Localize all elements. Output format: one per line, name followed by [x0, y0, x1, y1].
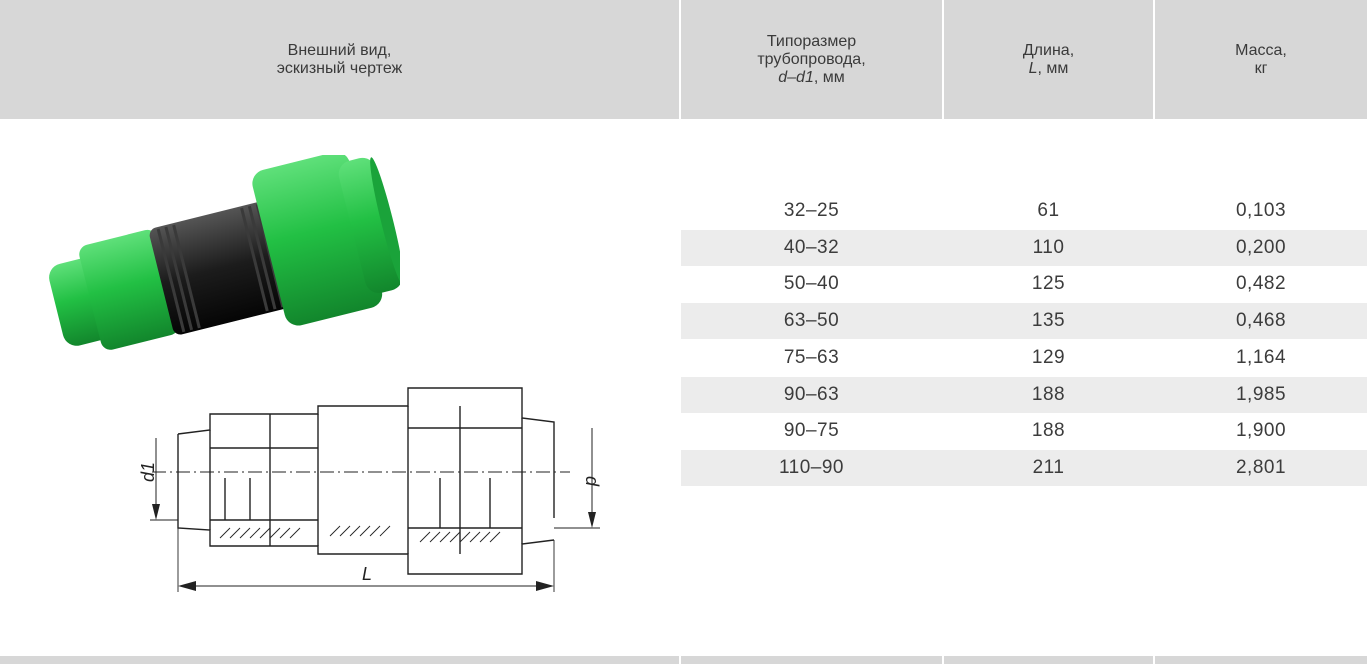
mass-cell: 0,103 [1235, 200, 1287, 221]
label-d1: d1 [138, 462, 158, 482]
size-cell: 50–40 [783, 273, 840, 294]
length-cell: 61 [1037, 200, 1060, 221]
table-row: 63–50 135 0,468 [681, 303, 1367, 339]
size-cell: 90–63 [783, 384, 840, 405]
size-cell: 40–32 [783, 237, 840, 258]
header-length-symbol: L [1028, 59, 1038, 77]
size-cell: 110–90 [779, 457, 844, 478]
header-length-unit: , мм [1037, 59, 1069, 77]
header-size-line1: Типоразмер [766, 32, 857, 50]
mass-cell: 1,900 [1235, 420, 1287, 441]
next-header-strip-4 [1155, 656, 1367, 664]
mass-cell: 1,985 [1235, 384, 1287, 405]
fitting-drawing: d1 d L [138, 387, 602, 592]
table-row: 75–63 129 1,164 [681, 340, 1367, 376]
header-length-line1: Длина, [1022, 41, 1075, 59]
size-cell: 90–75 [783, 420, 840, 441]
header-size: Типоразмер трубопровода, d–d1, мм [681, 0, 942, 119]
mass-cell: 0,482 [1235, 273, 1287, 294]
size-cell: 32–25 [783, 200, 840, 221]
label-d: d [582, 476, 602, 487]
length-cell: 188 [1031, 420, 1066, 441]
header-size-symbol: d–d1 [778, 68, 814, 86]
fitting-photo [49, 155, 400, 350]
header-size-line2: трубопровода, [757, 50, 866, 68]
header-size-unit: , мм [813, 68, 845, 86]
mass-cell: 0,468 [1235, 310, 1287, 331]
table-row: 32–25 61 0,103 [681, 193, 1367, 229]
length-cell: 129 [1031, 347, 1066, 368]
length-cell: 125 [1031, 273, 1066, 294]
table-row: 110–90 211 2,801 [681, 450, 1367, 486]
length-cell: 188 [1031, 384, 1066, 405]
next-header-strip-2 [681, 656, 942, 664]
header-appearance-line2: эскизный чертеж [276, 59, 403, 77]
size-cell: 63–50 [783, 310, 840, 331]
length-cell: 135 [1031, 310, 1066, 331]
header-appearance-line1: Внешний вид, [287, 41, 392, 59]
size-cell: 75–63 [783, 347, 840, 368]
header-mass-line2: кг [1254, 59, 1268, 77]
header-mass-line1: Масса, [1235, 41, 1287, 59]
next-header-strip-1 [0, 656, 679, 664]
table-row: 50–40 125 0,482 [681, 266, 1367, 302]
mass-cell: 2,801 [1235, 457, 1287, 478]
length-cell: 110 [1032, 237, 1065, 258]
header-length-line2: L, мм [1023, 60, 1074, 78]
header-appearance: Внешний вид, эскизный чертеж [0, 0, 679, 119]
table-row: 90–75 188 1,900 [681, 413, 1367, 449]
header-length: Длина, L, мм [944, 0, 1153, 119]
label-L: L [362, 564, 372, 584]
mass-cell: 1,164 [1235, 347, 1287, 368]
header-mass: Масса, кг [1155, 0, 1367, 119]
length-cell: 211 [1032, 457, 1065, 478]
header-size-line3: d–d1, мм [757, 69, 865, 87]
next-header-strip-3 [944, 656, 1153, 664]
table-row: 40–32 110 0,200 [681, 230, 1367, 266]
table-row: 90–63 188 1,985 [681, 377, 1367, 413]
mass-cell: 0,200 [1235, 237, 1287, 258]
